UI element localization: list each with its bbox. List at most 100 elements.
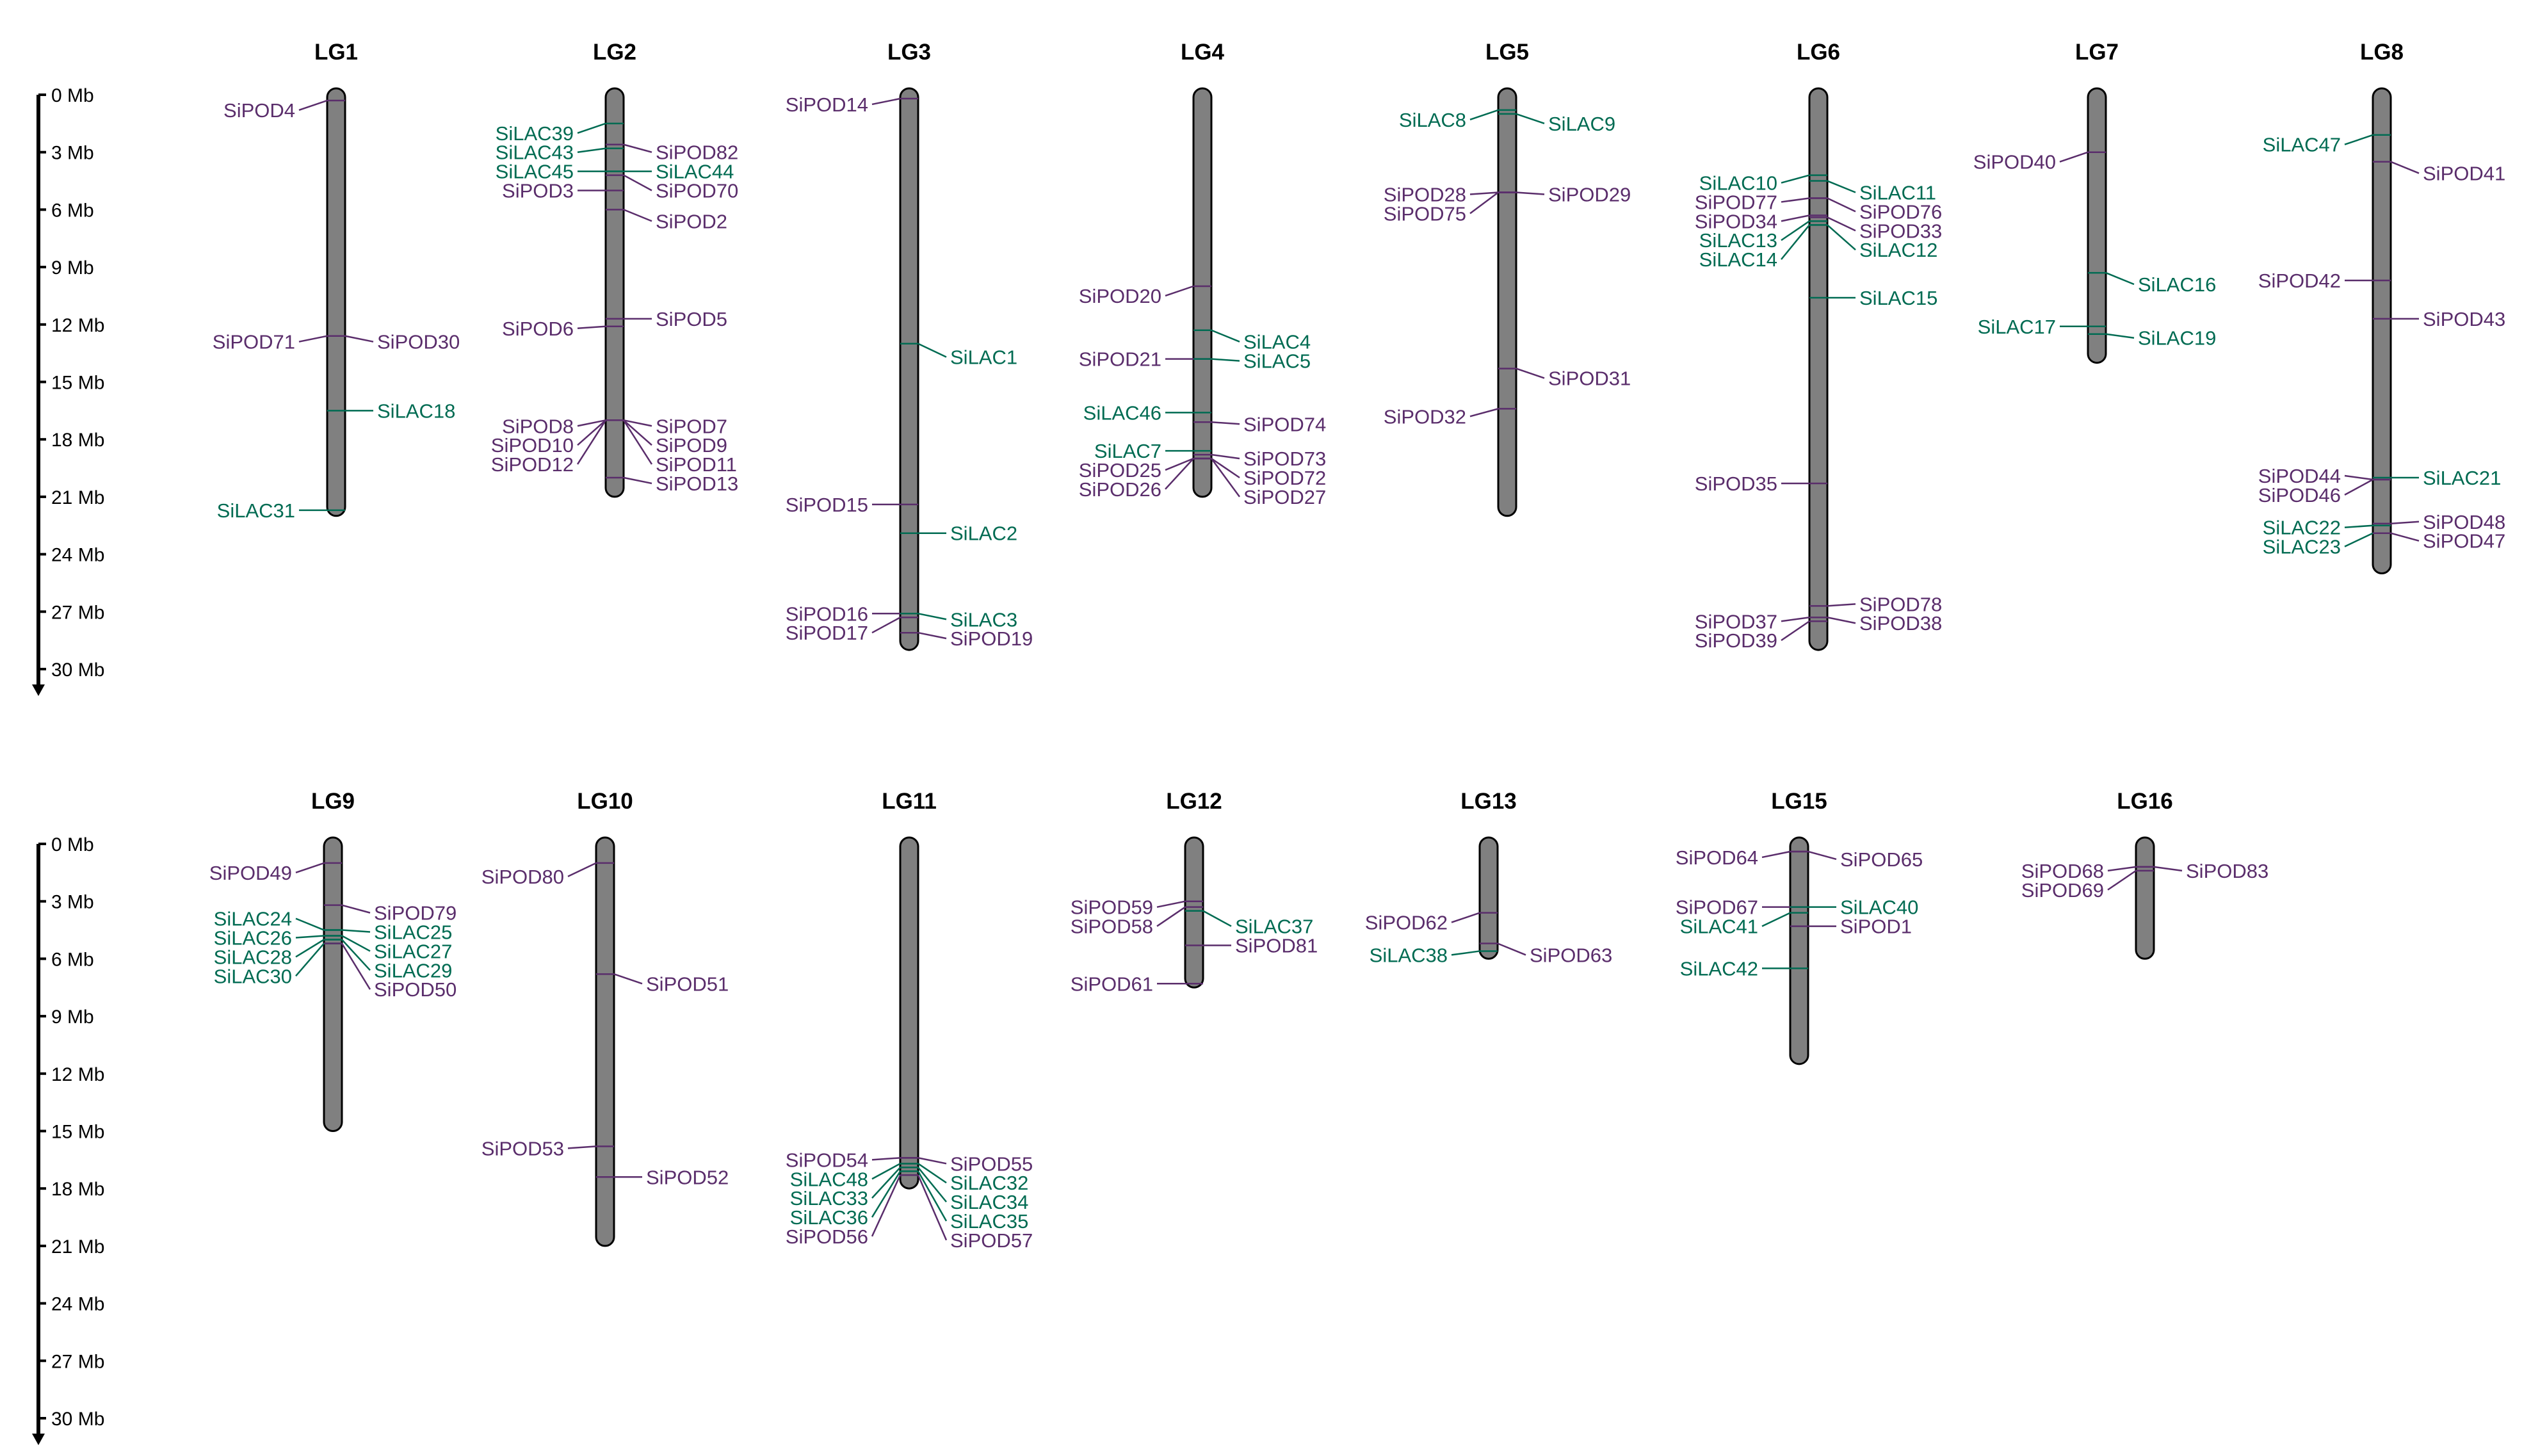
- chromosome-lg8: LG8SiLAC47SiPOD41SiPOD42SiPOD43SiPOD44Si…: [2258, 40, 2505, 574]
- gene-label: SiPOD6: [502, 318, 574, 340]
- gene-label: SiPOD42: [2258, 270, 2341, 292]
- gene-label: SiLAC19: [2138, 327, 2216, 350]
- chromosome-bar: [1497, 87, 1517, 517]
- gene-label: SiPOD62: [1365, 912, 1448, 934]
- gene-label: SiPOD31: [1548, 368, 1631, 390]
- gene-connector: [1165, 285, 1194, 297]
- gene-label: SiPOD76: [1859, 200, 1942, 223]
- gene-connector: [2344, 134, 2373, 145]
- gene-connector: [1516, 191, 1545, 195]
- axis-arrow: [32, 1434, 45, 1445]
- chromosome-title: LG12: [1166, 789, 1222, 814]
- gene-connector: [1827, 603, 1856, 607]
- gene-label: SiLAC39: [496, 122, 574, 145]
- gene-connector: [1761, 850, 1791, 859]
- chromosome-title: LG7: [2075, 40, 2119, 65]
- chromosome-title: LG5: [1485, 40, 1529, 65]
- gene-label: SiPOD35: [1695, 473, 1777, 495]
- gene-label: SiLAC24: [214, 908, 292, 930]
- gene-connector: [1211, 329, 1240, 343]
- gene-label: SiPOD74: [1243, 413, 1326, 435]
- gene-label: SiLAC48: [790, 1168, 868, 1190]
- gene-connector: [576, 419, 607, 465]
- gene-label: SiPOD12: [491, 453, 574, 476]
- gene-label: SiLAC42: [1680, 957, 1758, 980]
- axis-tick-label: 15 Mb: [51, 1122, 104, 1143]
- chromosome-bar: [595, 836, 615, 1247]
- gene-label: SiPOD56: [786, 1225, 868, 1248]
- gene-connector: [1211, 458, 1240, 479]
- chromosome-bar: [323, 836, 343, 1132]
- gene-connector: [918, 343, 947, 358]
- gene-connector: [2153, 866, 2183, 872]
- chromosome-bar: [1192, 87, 1213, 498]
- chromosome-bar: [604, 87, 625, 498]
- gene-label: SiPOD20: [1079, 285, 1161, 307]
- gene-label: SiPOD39: [1695, 629, 1777, 652]
- gene-label: SiLAC3: [950, 608, 1017, 631]
- gene-connector: [1781, 197, 1810, 203]
- gene-connector: [577, 419, 606, 446]
- chromosome-bar: [1184, 836, 1204, 989]
- chromosome-bar: [899, 836, 919, 1190]
- gene-connector: [298, 335, 328, 343]
- chromosome-title: LG15: [1771, 789, 1827, 814]
- gene-label: SiLAC1: [950, 346, 1017, 369]
- gene-connector: [1807, 850, 1837, 861]
- gene-label: SiPOD65: [1840, 848, 1923, 871]
- axis-tick-label: 12 Mb: [51, 315, 104, 336]
- gene-label: SiLAC14: [1699, 248, 1777, 271]
- gene-label: SiLAC22: [2263, 517, 2341, 539]
- axis-tick-label: 27 Mb: [51, 1351, 104, 1372]
- gene-connector: [623, 174, 652, 191]
- gene-label: SiPOD58: [1071, 916, 1153, 938]
- gene-label: SiPOD29: [1548, 183, 1631, 206]
- gene-label: SiPOD33: [1859, 220, 1942, 242]
- gene-connector: [2107, 870, 2137, 891]
- chromosome-title: LG10: [577, 789, 633, 814]
- gene-connector: [295, 939, 325, 958]
- gene-connector: [1781, 224, 1810, 260]
- gene-label: SiLAC2: [950, 522, 1017, 545]
- gene-label: SiLAC33: [790, 1187, 868, 1209]
- gene-connector: [918, 1167, 947, 1202]
- chromosome-title: LG3: [887, 40, 931, 65]
- gene-label: SiLAC10: [1699, 172, 1777, 195]
- axis-tick-label: 6 Mb: [51, 200, 94, 221]
- chromosome-title: LG11: [882, 789, 937, 814]
- gene-connector: [871, 1157, 901, 1161]
- gene-connector: [567, 862, 597, 877]
- chromosome-bar: [326, 87, 346, 517]
- gene-connector: [871, 1163, 901, 1180]
- gene-label: SiPOD7: [656, 415, 727, 437]
- gene-connector: [2390, 521, 2420, 525]
- gene-label: SiPOD15: [786, 494, 868, 516]
- gene-label: SiLAC5: [1243, 350, 1311, 373]
- gene-label: SiLAC9: [1548, 113, 1615, 135]
- gene-label: SiPOD77: [1695, 191, 1777, 213]
- gene-label: SiPOD11: [656, 453, 737, 476]
- gene-label: SiLAC7: [1094, 440, 1161, 462]
- gene-connector: [341, 904, 371, 914]
- chromosome-title: LG16: [2117, 789, 2173, 814]
- gene-label: SiPOD14: [786, 93, 868, 116]
- axis-tick-label: 9 Mb: [51, 1007, 94, 1028]
- axis-tick-label: 18 Mb: [51, 430, 104, 451]
- axis-tick-label: 24 Mb: [51, 545, 104, 566]
- gene-connector: [1781, 617, 1810, 622]
- chromosome-title: LG13: [1460, 789, 1517, 814]
- gene-label: SiPOD83: [2186, 860, 2268, 882]
- gene-label: SiPOD70: [656, 180, 738, 202]
- gene-label: SiPOD48: [2423, 511, 2505, 533]
- gene-label: SiPOD28: [1384, 183, 1466, 206]
- gene-label: SiPOD59: [1071, 896, 1153, 919]
- gene-label: SiLAC27: [374, 940, 452, 962]
- gene-connector: [613, 973, 643, 985]
- gene-label: SiPOD19: [950, 627, 1033, 650]
- gene-connector: [2105, 271, 2135, 286]
- gene-label: SiLAC35: [950, 1210, 1028, 1233]
- gene-connector: [1469, 191, 1499, 195]
- gene-connector: [918, 1163, 947, 1184]
